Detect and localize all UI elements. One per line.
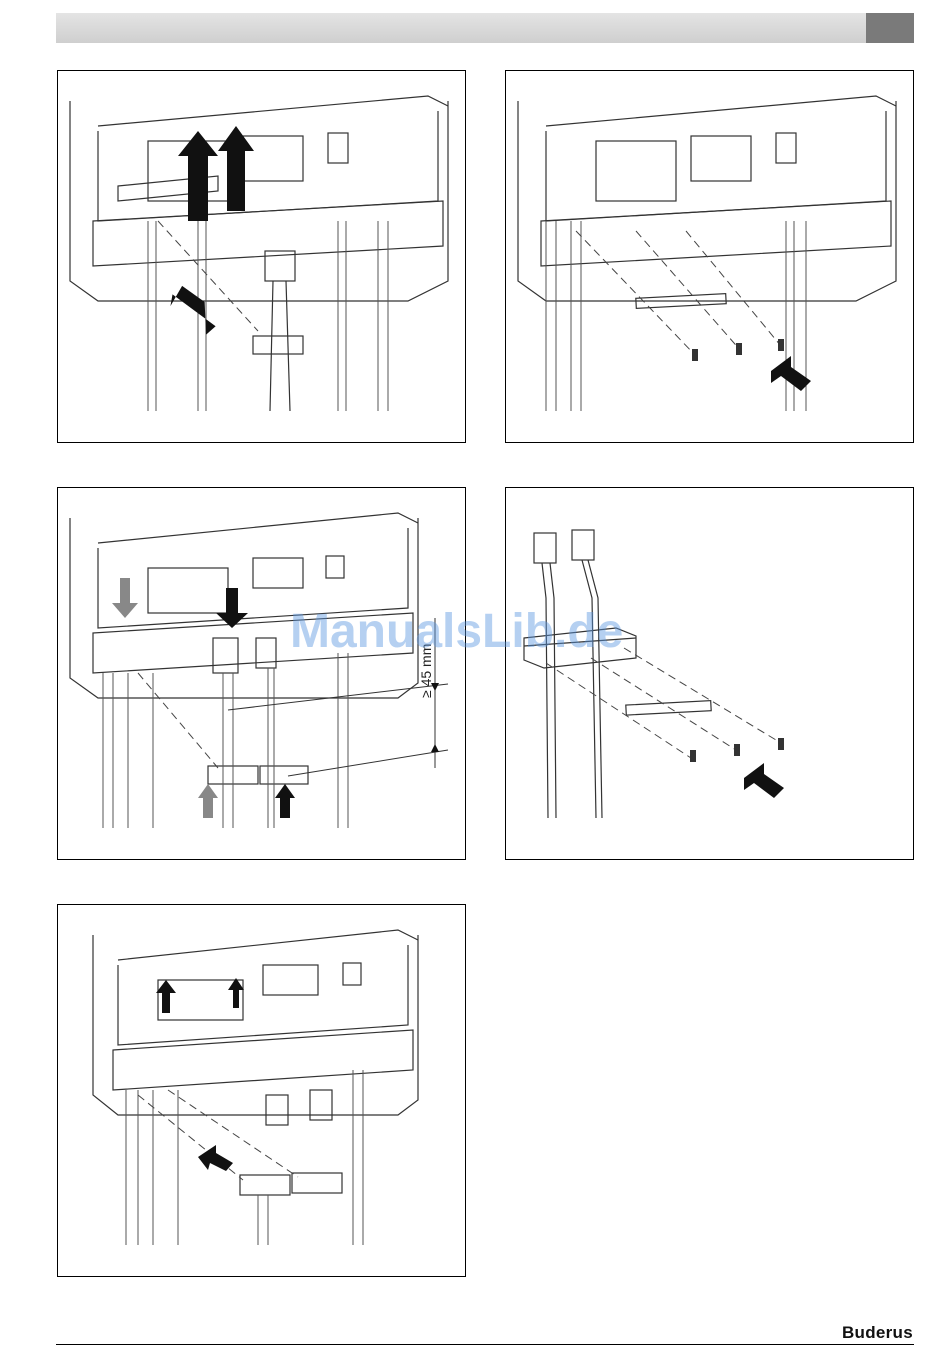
arrow-diagonal-icon	[744, 763, 784, 798]
arrow-up-icon	[218, 126, 254, 211]
figure-5-connector-insertion	[57, 904, 466, 1277]
arrow-diagonal-icon	[198, 1145, 233, 1171]
figure-1-connector-removal	[57, 70, 466, 443]
header-tab	[866, 13, 914, 43]
header-bar	[56, 13, 866, 43]
brand-logo: Buderus	[842, 1323, 913, 1343]
arrow-up-icon	[228, 978, 244, 1008]
arrow-diagonal-icon	[167, 284, 222, 336]
footer-rule	[56, 1344, 914, 1345]
figure-2-strain-relief-fixing	[505, 70, 914, 443]
arrow-up-icon	[275, 784, 295, 798]
arrow-up-icon	[156, 980, 176, 1013]
arrow-down-icon	[112, 578, 138, 618]
figure-4-strain-relief-assembly	[505, 487, 914, 860]
watermark: ManualsLib.de	[290, 603, 670, 661]
arrow-down-icon	[216, 588, 248, 628]
arrow-diagonal-icon	[771, 356, 811, 391]
figure-3-cable-length	[57, 487, 466, 860]
arrow-up-icon	[198, 784, 218, 798]
